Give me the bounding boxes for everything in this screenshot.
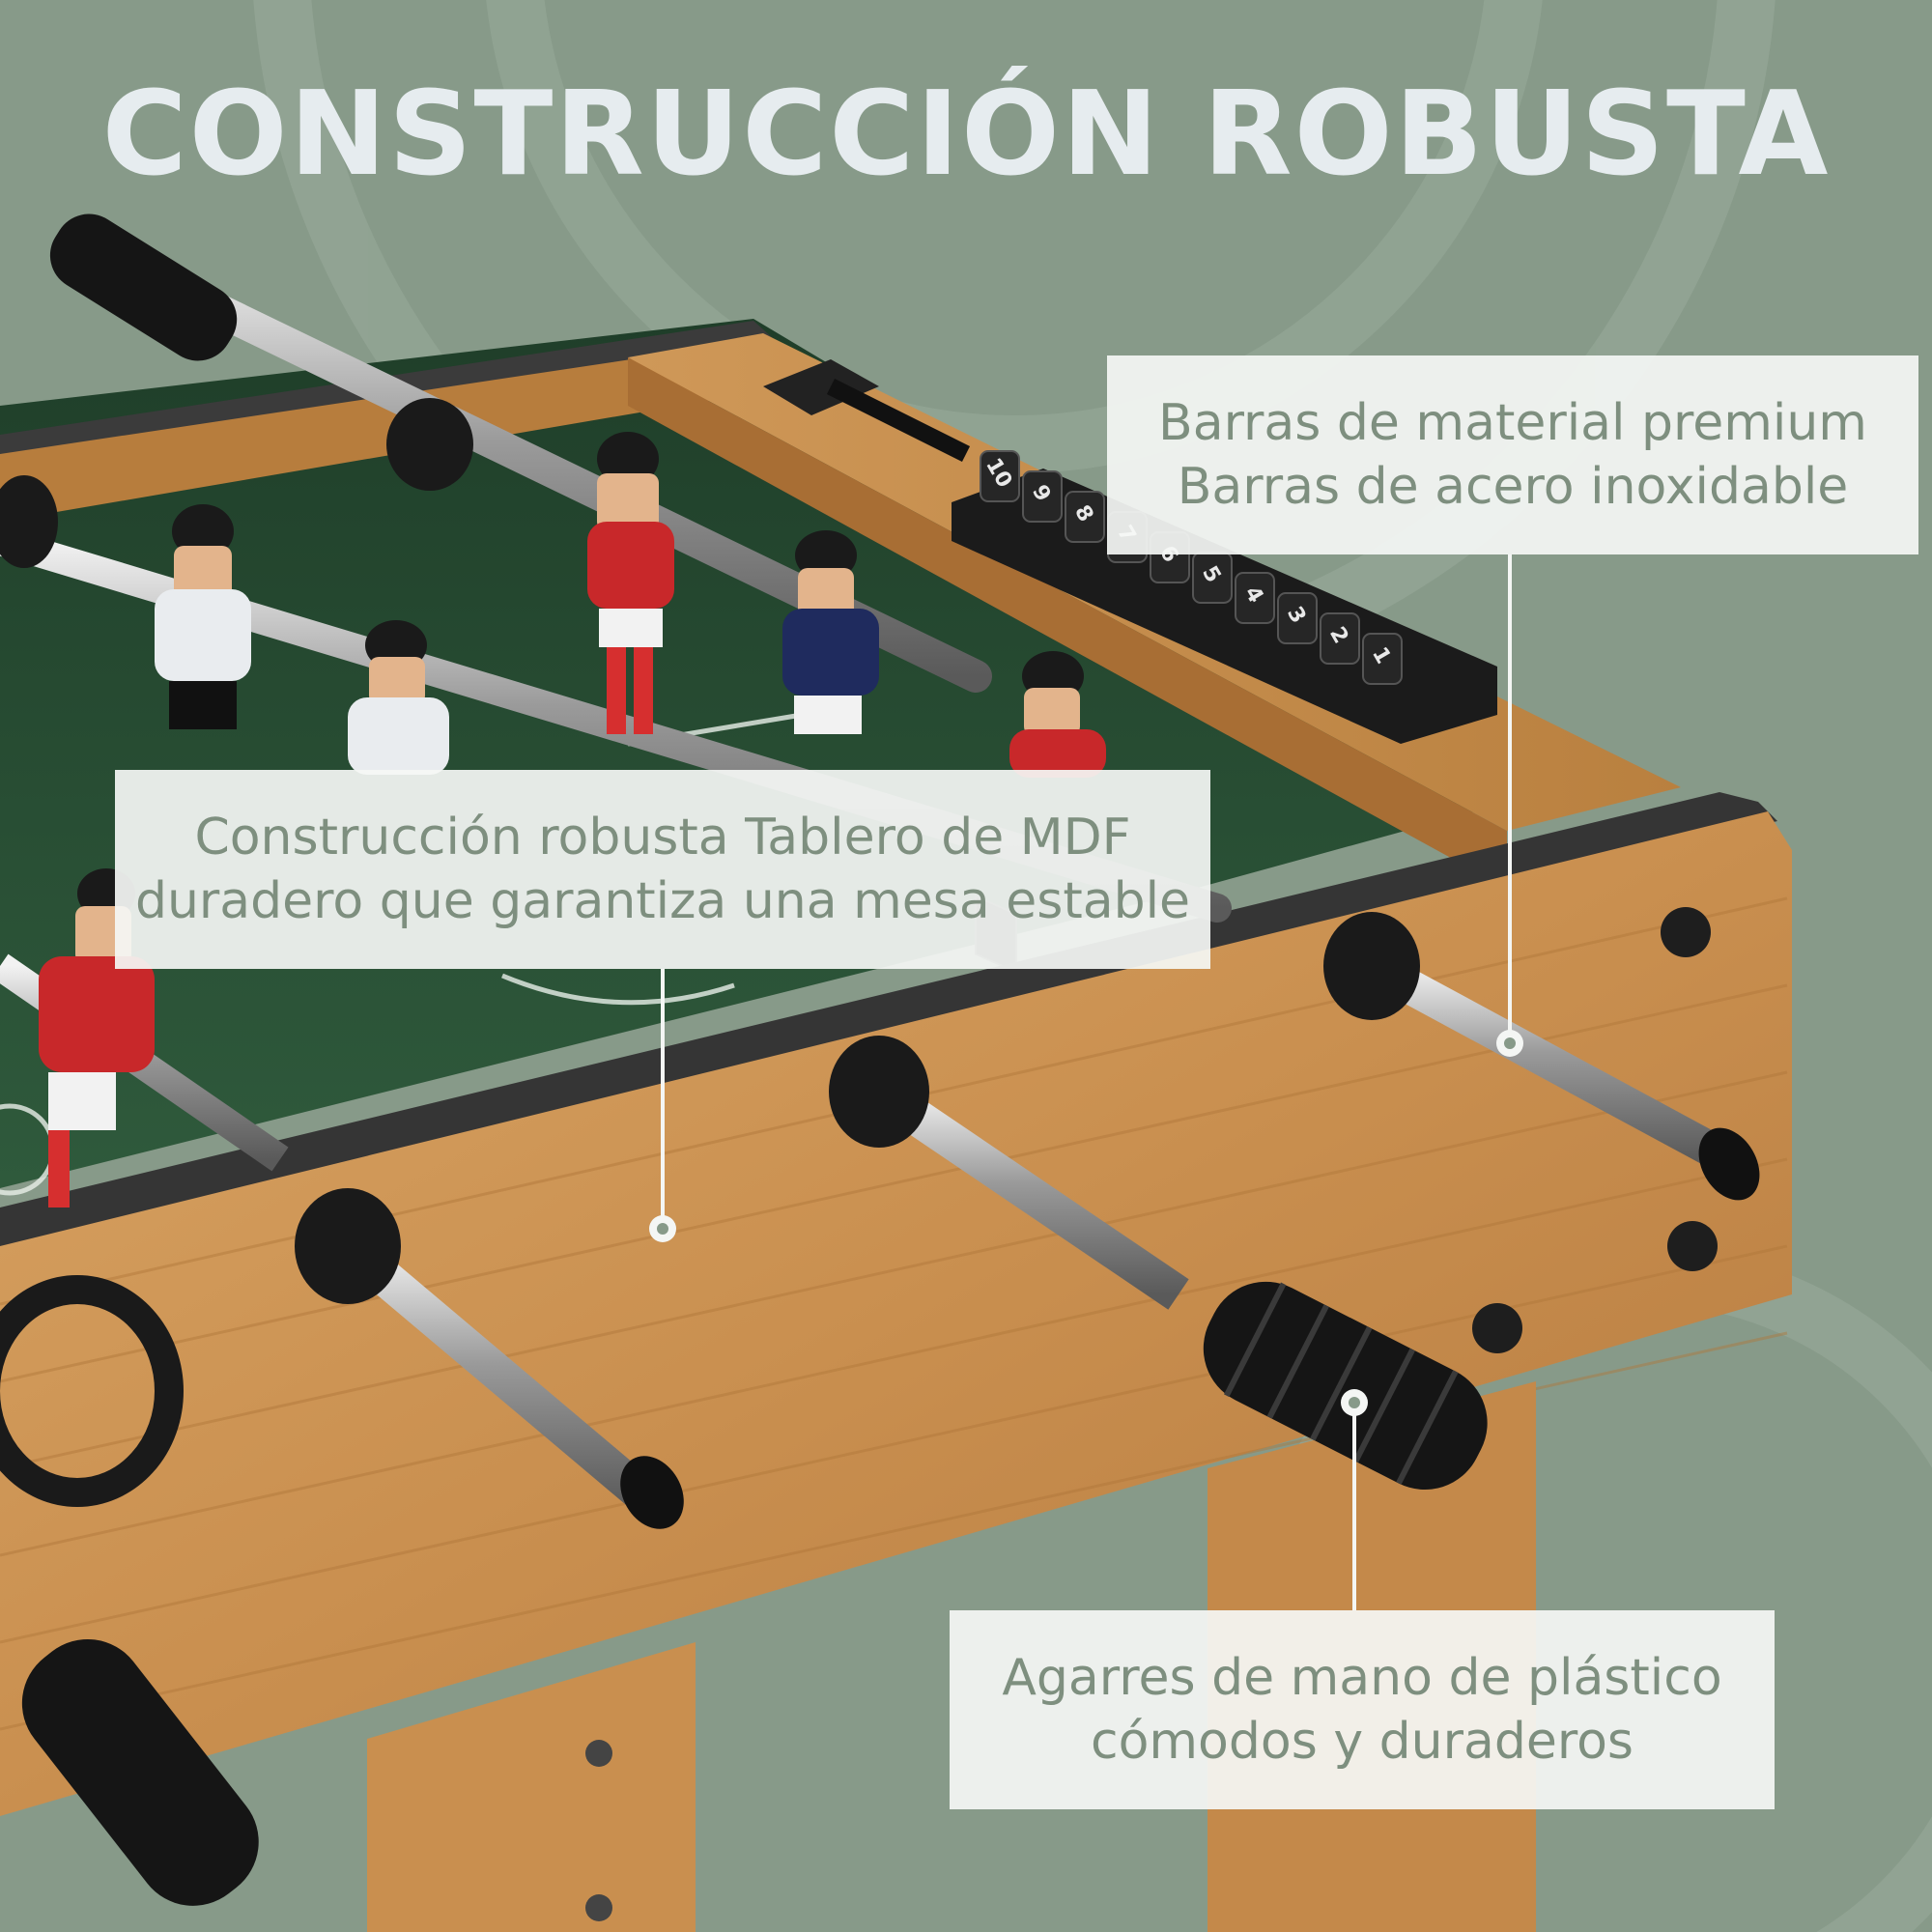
rod-bearings [0,398,1420,1507]
player-figures [39,432,1106,1208]
front-rail [0,811,1792,1816]
handle-grip-icon [21,213,1488,1906]
figure-white-2 [348,620,449,775]
callout-mdf-board: Construcción robusta Tablero de MDF dura… [115,770,1210,969]
rail-screws [1472,907,1718,1353]
leg-bolts [585,1740,612,1921]
figure-blue-1 [782,530,879,734]
table-leg-left [367,1642,696,1932]
callout-steel-rods: Barras de material premium Barras de ace… [1107,355,1918,554]
figure-red-1 [587,432,674,734]
score-tile[interactable] [1065,491,1105,543]
score-tile[interactable] [1235,572,1275,624]
callout-board-line2: duradero que garantiza una mesa estable [134,872,1191,930]
score-tile[interactable] [980,450,1020,502]
figure-red-2 [1009,651,1106,778]
score-tile[interactable] [1277,592,1318,644]
callout-dot-centers [657,1037,1516,1408]
callout-grips-line2: cómodos y duraderos [1091,1713,1634,1771]
callout-plastic-grips: Agarres de mano de plástico cómodos y du… [950,1610,1775,1809]
rod-caps [620,1127,1760,1529]
callout-rods-line1: Barras de material premium [1158,394,1867,452]
callout-leaders [661,554,1512,1610]
figure-white-1 [155,504,251,729]
score-tile[interactable] [1022,470,1063,523]
callout-rods-line2: Barras de acero inoxidable [1177,458,1849,516]
callout-grips-line1: Agarres de mano de plástico [1002,1649,1722,1707]
score-tile[interactable] [1362,633,1403,685]
score-tile[interactable] [1320,612,1360,665]
page-title: CONSTRUCCIÓN ROBUSTA [101,68,1831,202]
right-rail-inner [628,357,1507,889]
callout-board-line1: Construcción robusta Tablero de MDF [194,809,1131,867]
playing-field [0,319,1546,1188]
